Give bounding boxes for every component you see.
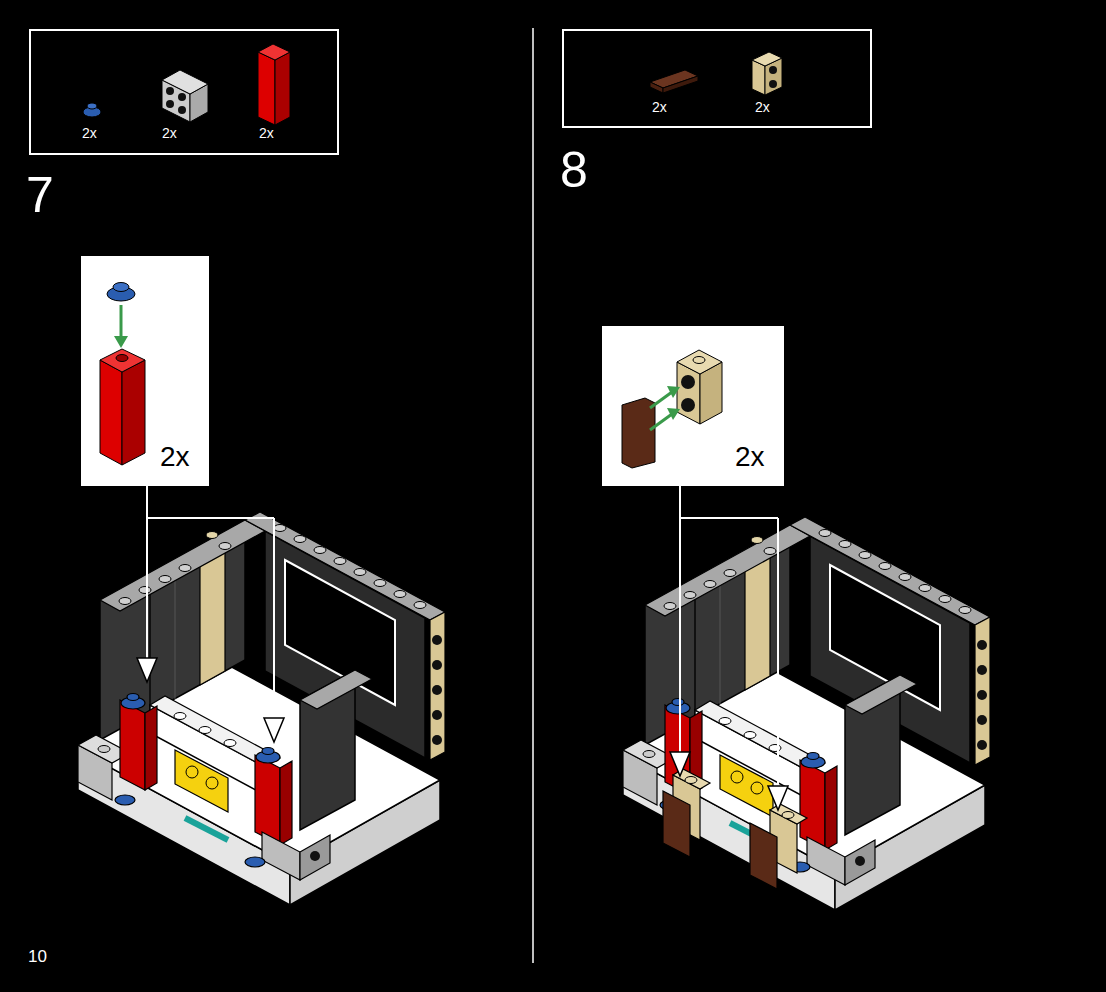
part-count: 2x [755, 100, 770, 114]
part-count: 2x [82, 126, 97, 140]
page-number: 10 [28, 948, 47, 965]
part-count: 2x [652, 100, 667, 114]
parts-list-box: 2x 2x 2x [29, 29, 339, 155]
parts-list-box: 2x 2x [562, 29, 872, 128]
sub-assembly-callout: 2x [81, 256, 209, 486]
sub-assembly-callout: 2x [602, 326, 784, 486]
quantity: 2x [160, 443, 190, 471]
part-count: 2x [259, 126, 274, 140]
step-number: 8 [560, 145, 588, 195]
quantity: 2x [735, 443, 765, 471]
step-number: 7 [26, 170, 54, 220]
part-count: 2x [162, 126, 177, 140]
